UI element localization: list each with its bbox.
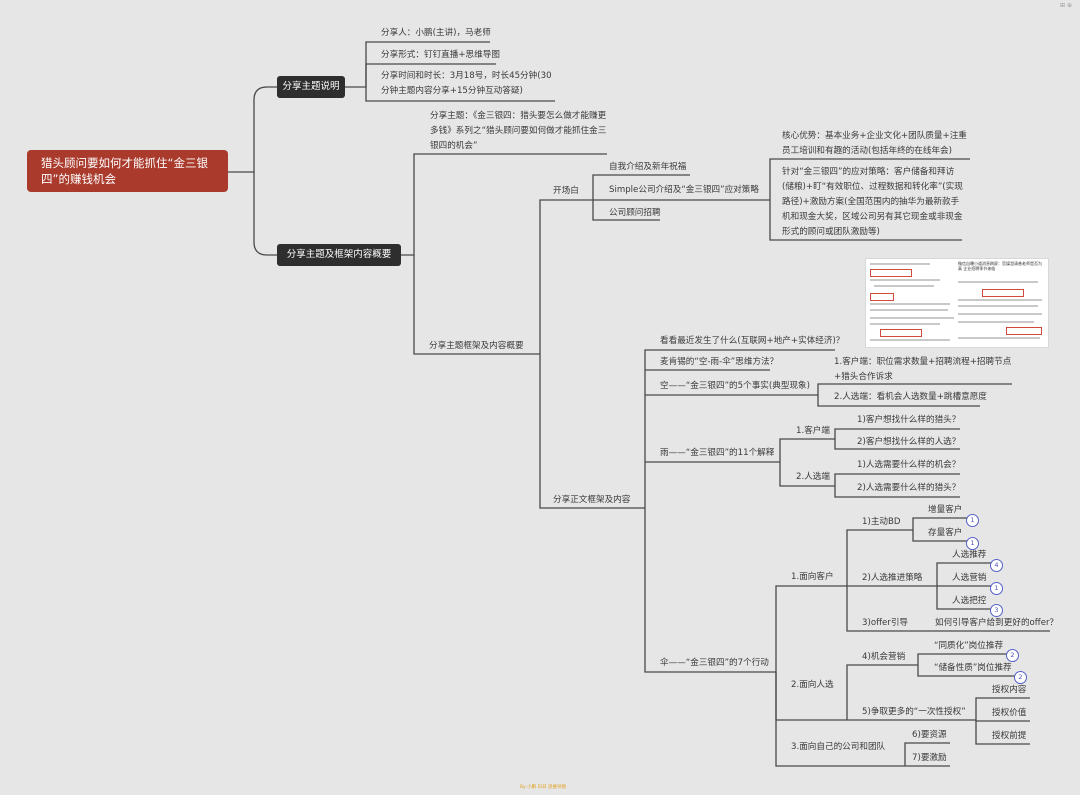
opening-node[interactable]: 开场白 <box>553 186 579 196</box>
ask-incentives[interactable]: 7)要激励 <box>912 753 947 763</box>
opening-item-company[interactable]: Simple公司介绍及“金三银四”应对策略 <box>609 185 759 195</box>
opening-item-intro[interactable]: 自我介绍及新年祝福 <box>609 162 687 172</box>
count-badge[interactable]: 1 <box>966 537 979 550</box>
rain-client-node[interactable]: 1.客户端 <box>796 426 830 436</box>
rain-candidate-node[interactable]: 2.人选端 <box>796 472 830 482</box>
opening-strategy[interactable]: 针对“金三银四”的应对策略：客户储备和拜访(储粮)+盯“有效职位、过程数据和转化… <box>782 167 963 237</box>
framework-topic[interactable]: 分享主题：《金三银四：猎头要怎么做才能赚更多钱》系列之“猎头顾问要如何做才能抓住… <box>430 111 607 151</box>
push-recommend[interactable]: 人选推荐 <box>952 550 987 560</box>
reserve-post[interactable]: “储备性质”岗位推荐 <box>934 663 1012 673</box>
corner-controls[interactable]: ⊞ ⊕ <box>1060 2 1072 9</box>
count-badge[interactable]: 2 <box>1006 649 1019 662</box>
article-screenshot-image: 微信自曝小道消息刷屏：官媒澄清普老师是否为真 企业招聘季节来临 <box>865 258 1049 348</box>
rain-candidate-q2[interactable]: 2)人选需要什么样的猎头？ <box>857 483 961 493</box>
count-badge[interactable]: 2 <box>1014 671 1027 684</box>
face-clients-node[interactable]: 1.面向客户 <box>791 572 834 582</box>
core-advantage[interactable]: 核心优势：基本业务+企业文化+团队质量+注重员工培训和有趣的活动(包括年终的在线… <box>782 131 967 156</box>
footer-watermark: By 小鹏 日日 思维导图 <box>520 785 567 790</box>
intro-format[interactable]: 分享形式：钉钉直播+思维导图 <box>381 50 500 60</box>
sharing-intro-node[interactable]: 分享主题说明 <box>277 76 345 98</box>
face-own-company-node[interactable]: 3.面向自己的公司和团队 <box>791 742 886 752</box>
screenshot-caption: 微信自曝小道消息刷屏：官媒澄清普老师是否为真 企业招聘季节来临 <box>958 261 1042 271</box>
count-badge[interactable]: 1 <box>966 514 979 527</box>
opening-item-recruit[interactable]: 公司顾问招聘 <box>609 208 661 218</box>
framework-node[interactable]: 分享主题及框架内容概要 <box>277 244 401 266</box>
intro-time[interactable]: 分享时间和时长：3月18号，时长45分钟(30分钟主题内容分享+15分钟互动答疑… <box>381 71 552 96</box>
auth-premise[interactable]: 授权前提 <box>992 731 1027 741</box>
offer-guide-node[interactable]: 3)offer引导 <box>862 618 909 628</box>
main-body-node[interactable]: 分享正文框架及内容 <box>553 495 631 505</box>
count-badge[interactable]: 1 <box>990 582 1003 595</box>
offer-guide-question[interactable]: 如何引导客户给到更好的offer？ <box>935 618 1059 628</box>
mckinsey-method[interactable]: 麦肯锡的“空-雨-伞”思维方法？ <box>660 357 779 367</box>
sky-client-side[interactable]: 1.客户端：职位需求数量+招聘流程+招聘节点+猎头合作诉求 <box>834 357 1012 382</box>
rain-explanations[interactable]: 雨——“金三银四”的11个解释 <box>660 448 775 458</box>
recent-events[interactable]: 看看最近发生了什么(互联网+地产+实体经济)？ <box>660 336 845 346</box>
bd-new-clients[interactable]: 增量客户 <box>928 505 963 515</box>
candidate-push-node[interactable]: 2)人选推进策略 <box>862 573 923 583</box>
auth-content[interactable]: 授权内容 <box>992 685 1027 695</box>
sky-facts[interactable]: 空——“金三银四”的5个事实(典型现象) <box>660 381 810 391</box>
opportunity-marketing-node[interactable]: 4)机会营销 <box>862 652 906 662</box>
bd-existing-clients[interactable]: 存量客户 <box>928 528 963 538</box>
framework-overview[interactable]: 分享主题框架及内容概要 <box>429 341 524 351</box>
root-topic[interactable]: 猎头顾问要如何才能抓住“金三银四”的赚钱机会 <box>27 150 228 192</box>
rain-candidate-q1[interactable]: 1)人选需要什么样的机会？ <box>857 460 961 470</box>
face-candidates-node[interactable]: 2.面向人选 <box>791 680 834 690</box>
auth-value[interactable]: 授权价值 <box>992 708 1027 718</box>
rain-client-q2[interactable]: 2)客户想找什么样的人选？ <box>857 437 961 447</box>
push-marketing[interactable]: 人选营销 <box>952 573 987 583</box>
push-control[interactable]: 人选把控 <box>952 596 987 606</box>
sky-candidate-side[interactable]: 2.人选端：看机会人选数量+跳槽意愿度 <box>834 392 987 402</box>
homogeneous-post[interactable]: “同质化”岗位推荐 <box>934 641 1004 651</box>
one-time-auth-node[interactable]: 5)争取更多的“一次性授权” <box>862 707 966 717</box>
umbrella-actions[interactable]: 伞——“金三银四”的7个行动 <box>660 658 769 668</box>
rain-client-q1[interactable]: 1)客户想找什么样的猎头？ <box>857 415 961 425</box>
ask-resources[interactable]: 6)要资源 <box>912 730 947 740</box>
count-badge[interactable]: 3 <box>990 604 1003 617</box>
intro-speaker[interactable]: 分享人：小鹏(主讲)，马老师 <box>381 28 491 38</box>
active-bd-node[interactable]: 1)主动BD <box>862 517 901 527</box>
count-badge[interactable]: 4 <box>990 559 1003 572</box>
